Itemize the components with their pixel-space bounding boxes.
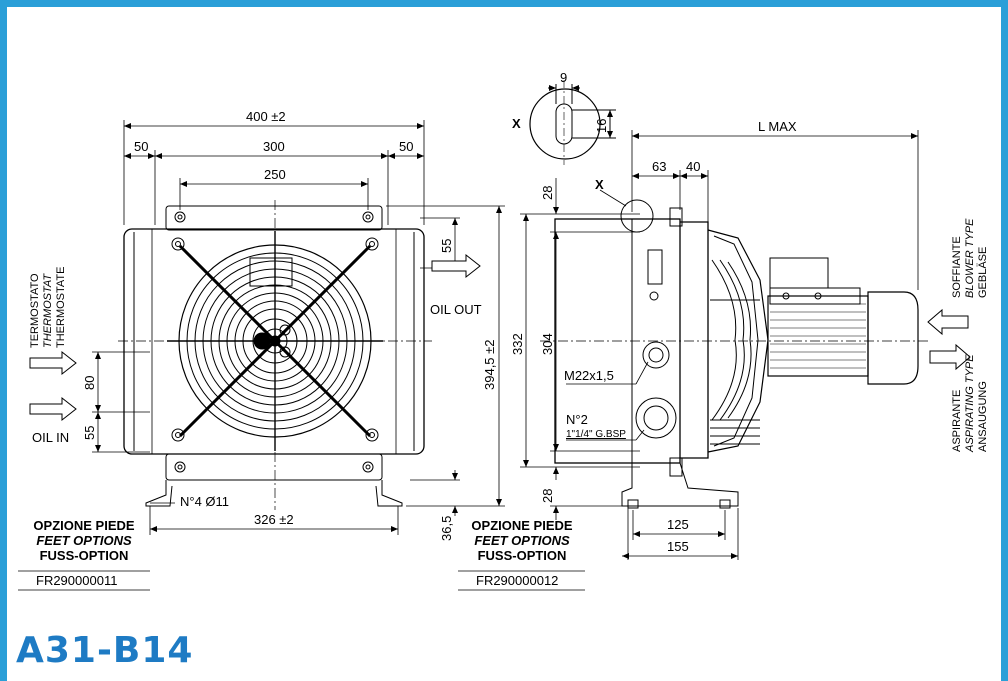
blower-line-3: GEBLÄSE (977, 247, 989, 298)
dim-slot-width: 9 (560, 70, 567, 85)
airflow-arrows (927, 308, 971, 371)
feet-holes-label: N°4 Ø11 (180, 494, 229, 509)
feet-option-2-line-1: OPZIONE PIEDE (471, 518, 573, 533)
feet-option-2: OPZIONE PIEDE FEET OPTIONS FUSS-OPTION (456, 518, 588, 563)
feet-option-1-code: FR290000011 (36, 573, 118, 588)
thread-label: M22x1,5 (564, 368, 614, 383)
dim-80: 80 (82, 376, 97, 390)
feet-option-2-line-2: FEET OPTIONS (474, 533, 570, 548)
dim-50-left: 50 (134, 139, 148, 154)
dim-63: 63 (652, 159, 666, 174)
dim-l-max: L MAX (758, 119, 797, 134)
motor-terminal-box (769, 257, 829, 289)
oil-in-label: OIL IN (32, 430, 69, 445)
oil-arrows (29, 253, 481, 422)
side-view (540, 199, 930, 509)
front-foot-right (375, 480, 403, 507)
thermostat-line-2: THERMOSTAT (42, 273, 54, 348)
motor-end-cap (867, 291, 919, 385)
front-bolts (171, 211, 379, 473)
dim-304: 304 (540, 333, 555, 355)
aspirating-line-1: ASPIRANTE (951, 390, 963, 452)
side-dimensions (520, 130, 919, 560)
fan-shroud (680, 221, 709, 459)
dim-400: 400 ±2 (246, 109, 286, 124)
front-foot-left (145, 480, 173, 507)
dim-36-5: 36,5 (439, 516, 454, 541)
port-size-label: 1"1/4" G.BSP (566, 429, 626, 440)
aspirating-arrow (929, 343, 971, 371)
blower-line-2: BLOWER TYPE (964, 218, 976, 298)
thermostat-line-3: THERMOSTATE (55, 267, 67, 348)
feet-option-2-line-3: FUSS-OPTION (477, 548, 567, 563)
thermostat-arrow (29, 350, 77, 376)
dim-55-bottom: 55 (82, 426, 97, 440)
side-labels: 332 304 28 28 63 40 L MAX M22x1,5 N°2 1"… (510, 70, 989, 554)
blower-line-1: SOFFIANTE (951, 236, 963, 298)
port-lower (635, 397, 677, 439)
dim-326: 326 ±2 (254, 512, 294, 527)
dim-28-top: 28 (540, 186, 555, 200)
dim-332: 332 (510, 333, 525, 355)
feet-option-1: OPZIONE PIEDE FEET OPTIONS FUSS-OPTION (18, 518, 150, 563)
aspirating-line-3: ANSAUGUNG (977, 381, 989, 452)
detail-x-label-big: X (512, 116, 521, 131)
side-guard (710, 259, 760, 445)
front-view (118, 200, 432, 510)
dim-300: 300 (263, 139, 285, 154)
side-foot (621, 462, 739, 507)
feet-option-1-line-3: FUSS-OPTION (39, 548, 129, 563)
dim-125: 125 (667, 517, 689, 532)
blower-arrow (927, 308, 969, 336)
dim-50-right: 50 (399, 139, 413, 154)
thermostat-line-1: TERMOSTATO (29, 273, 41, 348)
dim-slot-height: 16 (594, 119, 609, 133)
feet-option-1-line-1: OPZIONE PIEDE (33, 518, 135, 533)
ports-count-label: N°2 (566, 412, 588, 427)
dim-155: 155 (667, 539, 689, 554)
front-dimensions (18, 120, 585, 591)
aspirating-line-2: ASPIRATING TYPE (964, 354, 976, 453)
detail-x-magnified (529, 88, 601, 160)
front-bottom-flange (165, 453, 383, 481)
oil-out-label: OIL OUT (430, 302, 482, 317)
feet-option-1-line-2: FEET OPTIONS (36, 533, 132, 548)
oil-out-arrow (431, 253, 481, 279)
port-upper (642, 341, 670, 369)
front-top-flange (165, 205, 383, 231)
motor-fins (770, 303, 866, 369)
front-labels: 400 ±2 50 300 50 250 55 394,5 ±2 OIL OUT… (29, 109, 497, 541)
dim-28-bottom: 28 (540, 489, 555, 503)
dim-55-top: 55 (439, 239, 454, 253)
dim-250: 250 (264, 167, 286, 182)
detail-x (529, 80, 616, 165)
detail-x-circle (620, 199, 654, 233)
feet-option-2-code: FR290000012 (476, 573, 559, 588)
oil-in-arrow (29, 396, 77, 422)
model-title: A31-B14 (16, 630, 194, 671)
detail-x-label: X (595, 177, 604, 192)
dim-40: 40 (686, 159, 700, 174)
dim-394: 394,5 ±2 (482, 339, 497, 390)
